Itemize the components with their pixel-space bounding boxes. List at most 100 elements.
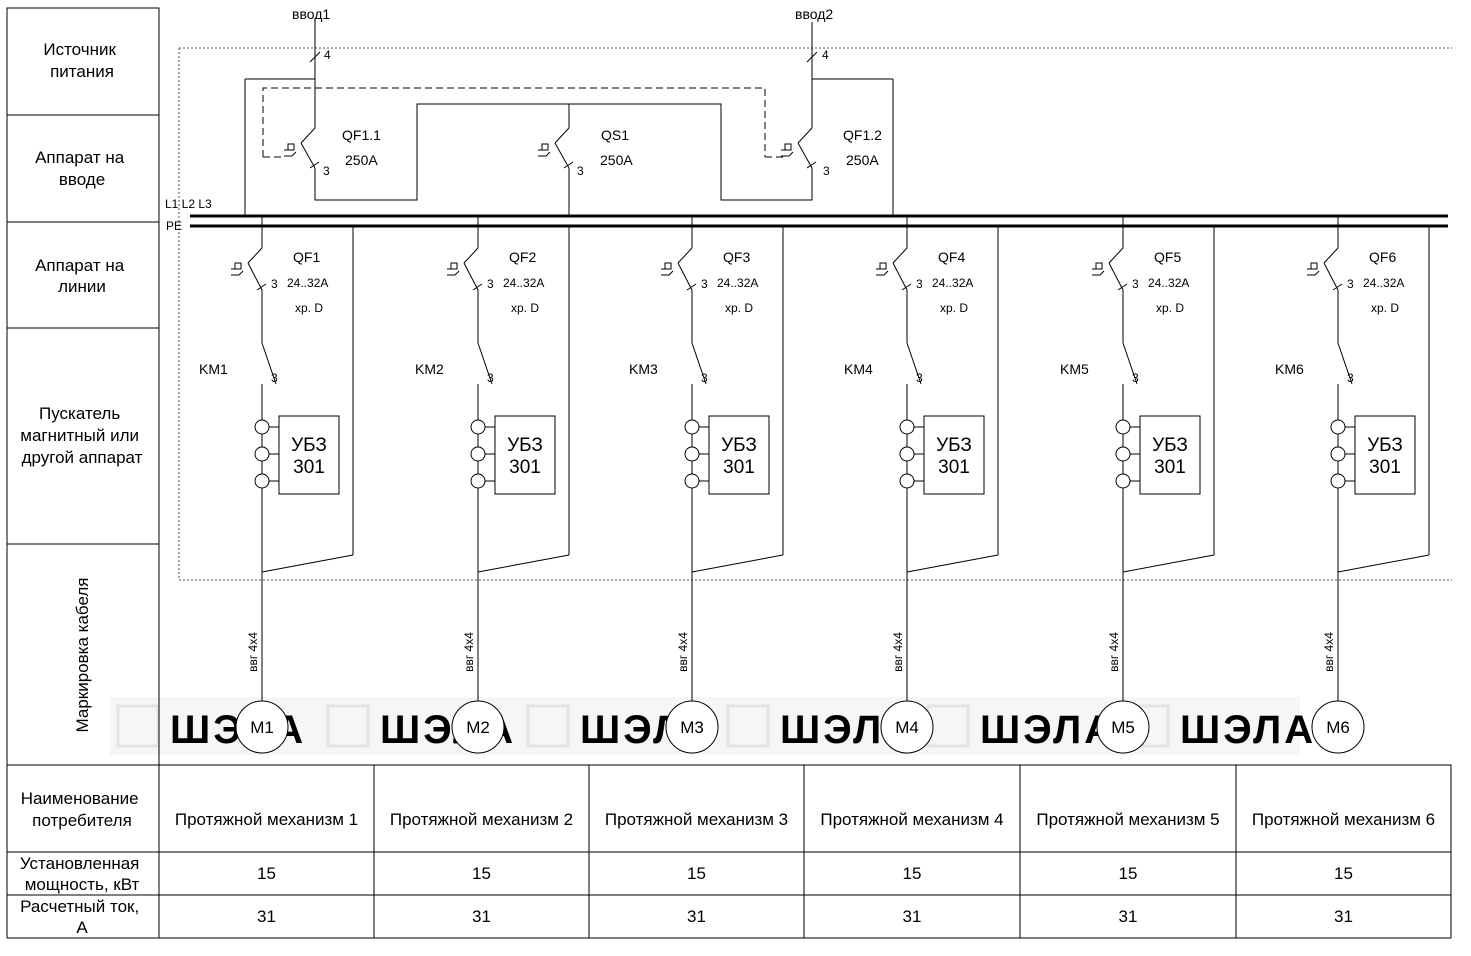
breaker-current: 24..32A	[1148, 276, 1189, 290]
relay-sensor-icon	[1115, 419, 1131, 435]
row-header-consumer-line1: Наименование	[21, 789, 139, 808]
relay-sensor-icon	[470, 446, 486, 462]
relay-sensor-icon	[1115, 446, 1131, 462]
breaker-trip-icon	[876, 262, 889, 276]
breaker-characteristic: хр. D	[940, 301, 968, 315]
pe-wire	[906, 554, 999, 573]
relay-sensor-icon	[684, 473, 700, 489]
breaker-name: QF3	[723, 249, 750, 265]
breaker-pole-mark	[256, 283, 267, 291]
relay-model: 301	[1154, 457, 1186, 478]
consumer-name-cell: Протяжной механизм 1	[175, 810, 358, 829]
contactor-contact	[691, 342, 707, 385]
breaker-current: 24..32A	[1363, 276, 1404, 290]
breaker-current: 24..32A	[287, 276, 328, 290]
current-cell: 31	[257, 907, 276, 926]
shela-logo-icon	[526, 704, 570, 748]
watermark-text: ШЭЛА	[1180, 708, 1316, 752]
breaker-name: QF6	[1369, 249, 1396, 265]
row-header-current-line1: Расчетный ток,	[20, 897, 139, 916]
qf1-2-poles: 3	[823, 164, 830, 178]
header-input-device-line2: вводе	[59, 170, 105, 189]
contactor-contact	[906, 342, 922, 385]
cable-mark: ввг 4х4	[246, 632, 260, 672]
breaker-contact	[247, 247, 263, 264]
contactor-name: KM3	[629, 361, 658, 377]
contactor-name: KM1	[199, 361, 228, 377]
breaker-contact	[892, 247, 908, 264]
relay-sensor-icon	[470, 419, 486, 435]
breaker-contact	[463, 247, 479, 264]
watermark-text: ШЭЛА	[980, 708, 1116, 752]
header-starter-line3: другой аппарат	[22, 448, 143, 467]
contactor-name: KM2	[415, 361, 444, 377]
breaker-contact	[1108, 247, 1124, 264]
input1-poles: 4	[324, 48, 331, 62]
breaker-characteristic: хр. D	[1371, 301, 1399, 315]
watermark-stamp: ШЭЛА	[926, 704, 1116, 752]
shela-logo-icon	[726, 704, 770, 748]
cable-mark: ввг 4х4	[462, 632, 476, 672]
breaker-current: 24..32A	[717, 276, 758, 290]
bus-phases-label: L1 L2 L3	[165, 197, 212, 211]
breaker-trip-icon	[231, 262, 244, 276]
breaker-name: QF5	[1154, 249, 1181, 265]
breaker-name: QF2	[509, 249, 536, 265]
input2-label: ввод2	[795, 6, 833, 22]
relay-box	[923, 415, 985, 495]
breaker-current: 24..32A	[503, 276, 544, 290]
header-source-line1: Источник	[43, 40, 116, 59]
power-cell: 15	[257, 864, 276, 883]
input1-label: ввод1	[292, 6, 330, 22]
breaker-characteristic: хр. D	[295, 301, 323, 315]
breaker-qf1-1-symbol	[284, 127, 320, 169]
relay-name: УБЗ	[291, 435, 327, 456]
motor-icon	[451, 700, 505, 754]
row-header-current: Расчетный ток, А	[20, 897, 144, 937]
relay-model: 301	[509, 457, 541, 478]
breaker-trip-icon	[1307, 262, 1320, 276]
row-header-power-line1: Установленная	[20, 854, 140, 873]
breaker-poles: 3	[487, 277, 494, 291]
power-cell: 15	[903, 864, 922, 883]
shela-logo-icon	[326, 704, 370, 748]
breaker-contact	[463, 262, 479, 291]
relay-box	[708, 415, 770, 495]
pe-wire	[261, 554, 354, 573]
breaker-pole-mark	[472, 283, 483, 291]
relay-name: УБЗ	[507, 435, 543, 456]
header-starter: Пускатель магнитный или другой аппарат	[20, 404, 144, 467]
qf1-2-rating: 250A	[846, 152, 879, 168]
breaker-poles: 3	[701, 277, 708, 291]
qf1-1-rating: 250A	[345, 152, 378, 168]
pe-wire	[477, 554, 570, 573]
contactor-name: KM5	[1060, 361, 1089, 377]
header-input-device: Аппарат на вводе	[35, 148, 129, 189]
breaker-pole-mark	[901, 283, 912, 291]
relay-sensor-icon	[684, 419, 700, 435]
breaker-trip-icon	[1092, 262, 1105, 276]
motor-label: М4	[895, 718, 919, 737]
relay-sensor-icon	[1330, 473, 1346, 489]
relay-sensor-icon	[254, 419, 270, 435]
breaker-current: 24..32A	[932, 276, 973, 290]
contactor-poles: 3	[701, 371, 708, 385]
header-line-device-line1: Аппарат на	[35, 256, 125, 275]
pe-wire	[1122, 554, 1215, 573]
motor-label: М2	[466, 718, 490, 737]
relay-sensor-icon	[470, 473, 486, 489]
row-header-power: Установленная мощность, кВт	[20, 854, 144, 894]
relay-box	[1139, 415, 1201, 495]
consumer-name-cell: Протяжной механизм 4	[820, 810, 1003, 829]
breaker-contact	[1108, 262, 1124, 291]
contactor-poles: 3	[916, 371, 923, 385]
contactor-poles: 3	[487, 371, 494, 385]
contactor-contact	[477, 342, 493, 385]
header-input-device-line1: Аппарат на	[35, 148, 125, 167]
motor-icon	[665, 700, 719, 754]
qs1-name: QS1	[601, 127, 629, 143]
qf1-1-poles: 3	[323, 164, 330, 178]
